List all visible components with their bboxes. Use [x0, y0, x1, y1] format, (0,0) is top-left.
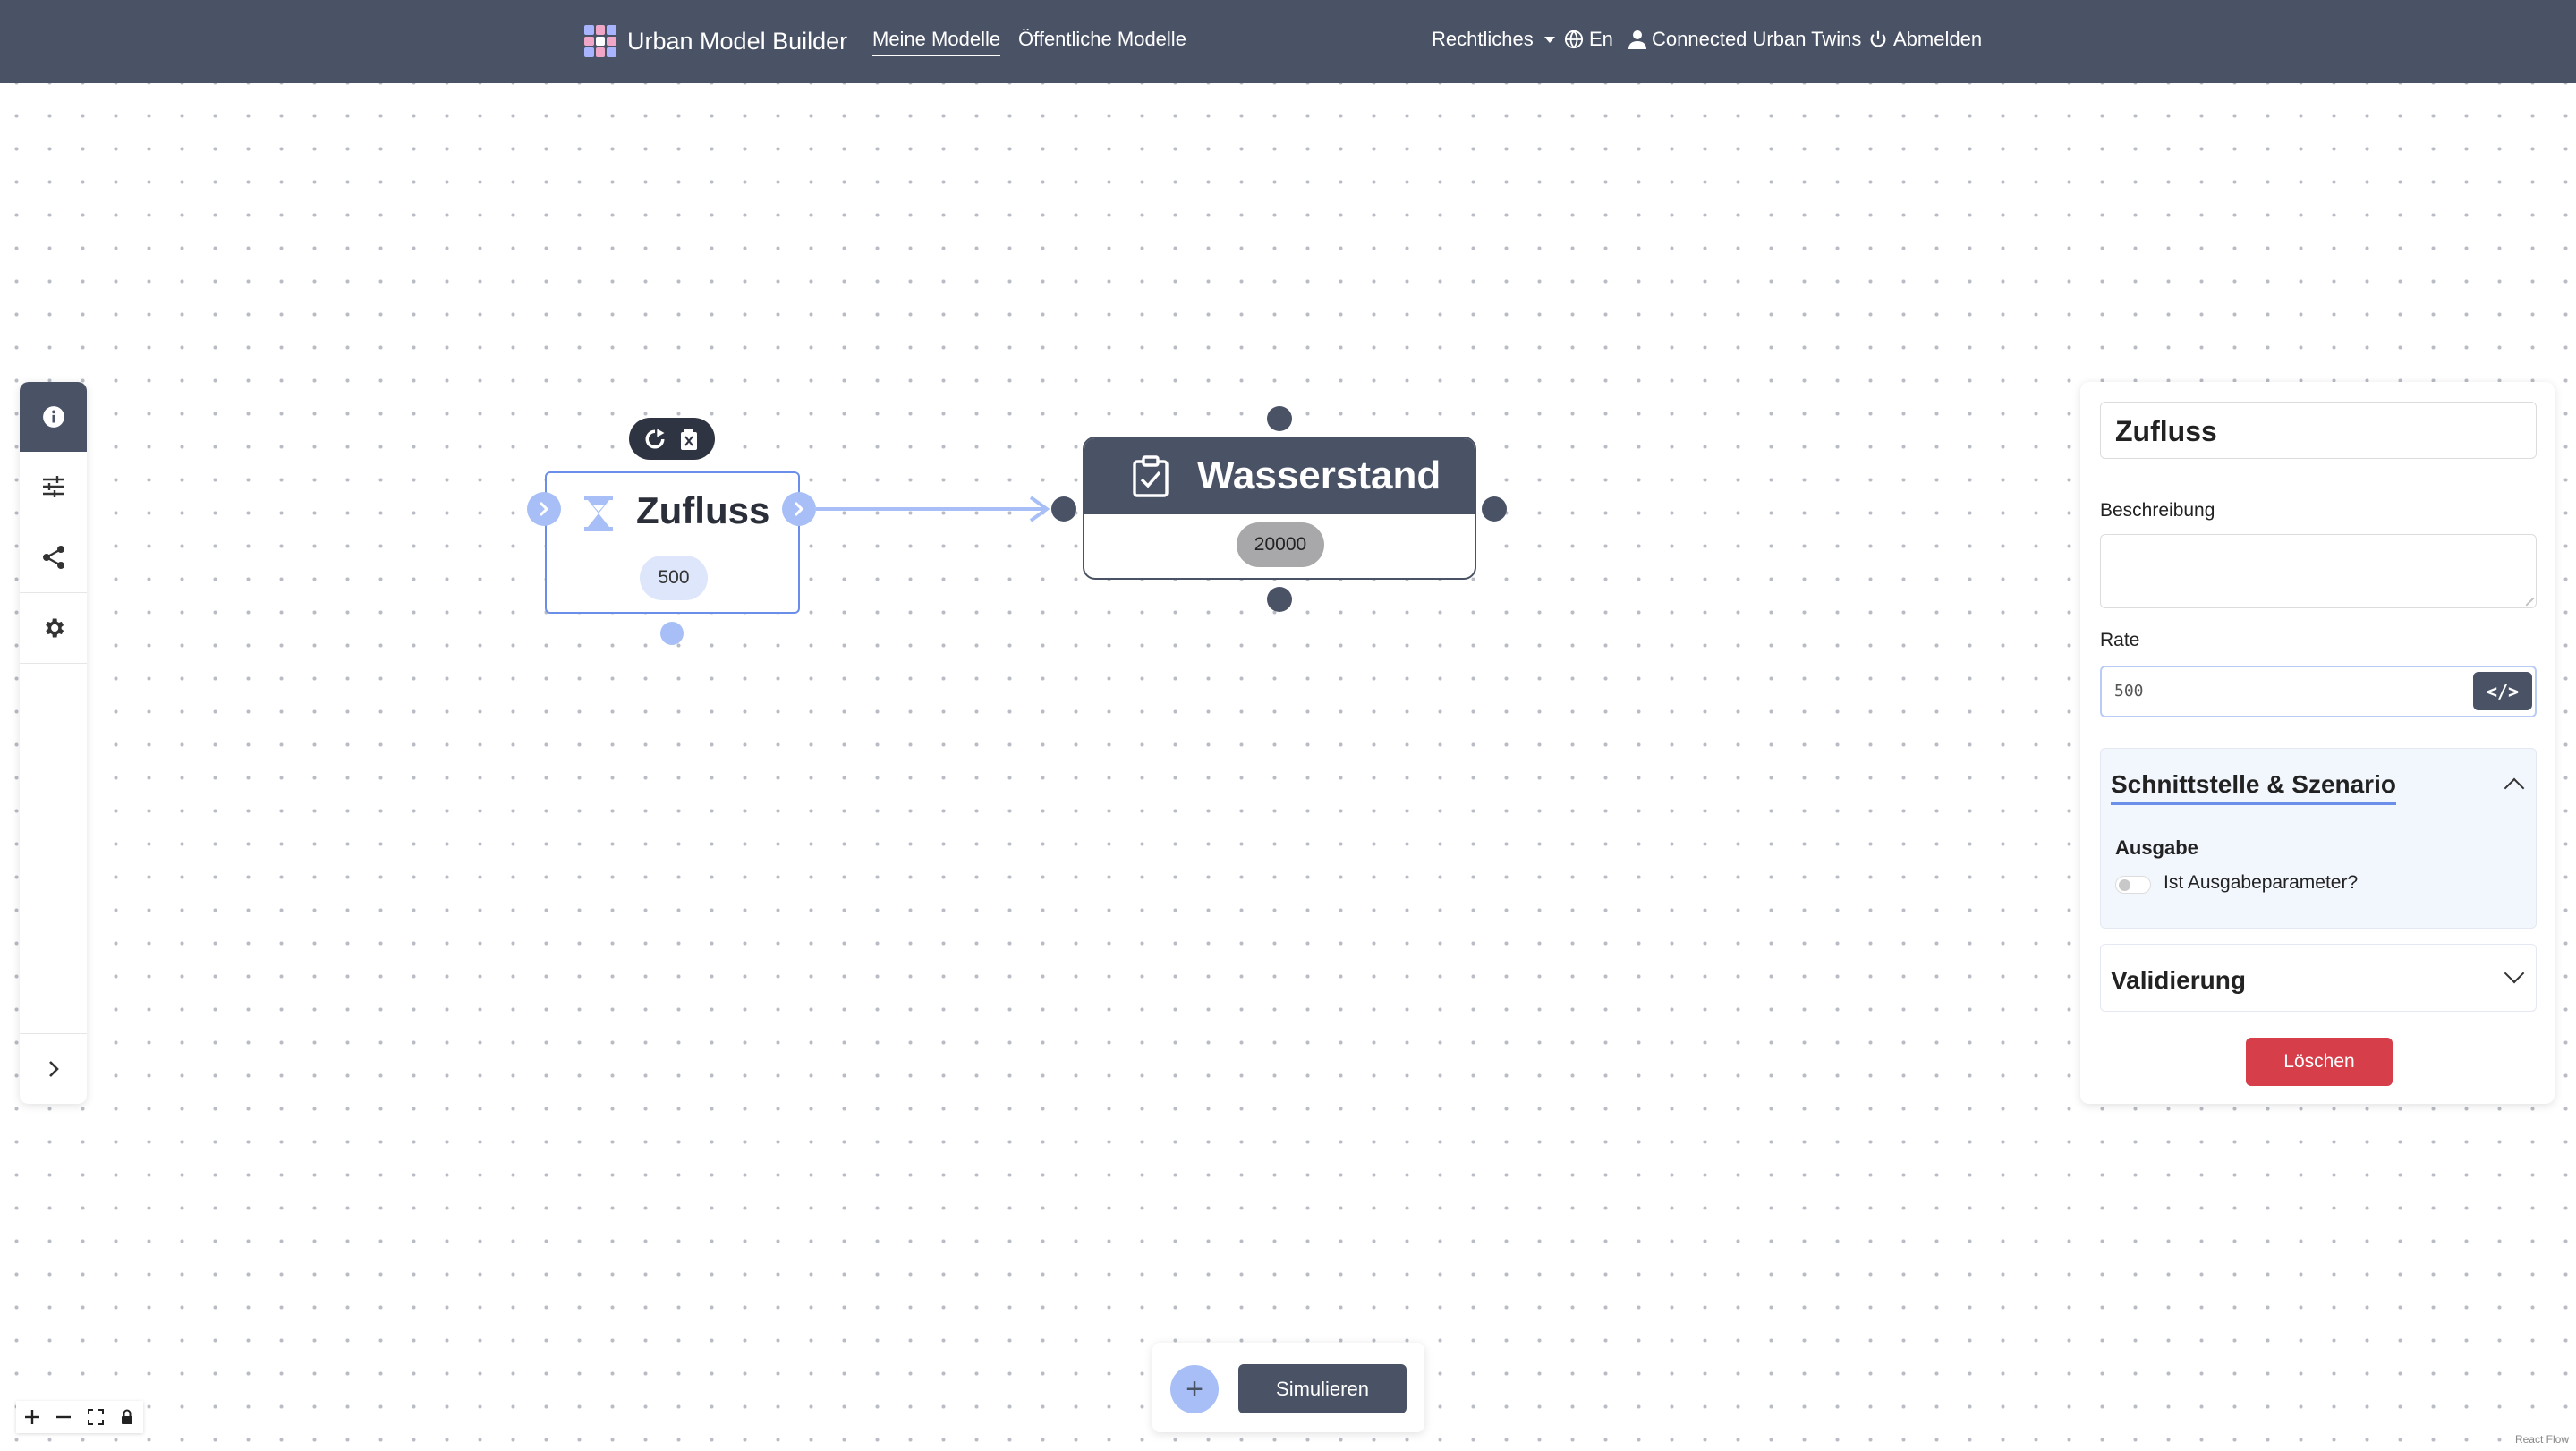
duplicate-node-button[interactable]	[642, 426, 668, 453]
code-editor-button[interactable]: </>	[2473, 672, 2532, 710]
stock-node-header: Wasserstand	[1084, 438, 1475, 514]
top-navbar: Urban Model Builder Meine Modelle Öffent…	[0, 0, 2576, 83]
flow-bottom-handle[interactable]	[660, 622, 684, 645]
share-icon	[42, 546, 64, 569]
nav-link-public-models[interactable]: Öffentliche Modelle	[1018, 28, 1186, 50]
zoom-out-icon[interactable]	[50, 1404, 77, 1430]
duplicate-icon	[645, 428, 665, 448]
power-icon	[1870, 30, 1886, 47]
resize-grip-icon[interactable]	[2519, 590, 2535, 607]
stock-left-handle[interactable]	[1051, 496, 1076, 522]
properties-panel: Zufluss Beschreibung Rate 500 </> Schnit…	[2080, 382, 2555, 1104]
brand-name: Urban Model Builder	[627, 27, 848, 55]
rate-label: Rate	[2100, 630, 2140, 650]
section-title: Schnittstelle & Szenario	[2111, 770, 2396, 805]
description-textarea[interactable]	[2100, 534, 2537, 608]
fit-view-icon[interactable]	[82, 1404, 109, 1430]
node-title: Zufluss	[636, 489, 770, 531]
description-label: Beschreibung	[2100, 500, 2215, 521]
brand[interactable]: Urban Model Builder	[584, 25, 847, 57]
chevron-right-icon	[48, 1061, 59, 1077]
flow-output-handle[interactable]	[782, 492, 816, 526]
rate-input[interactable]: 500	[2100, 666, 2537, 717]
globe-icon	[1564, 30, 1584, 49]
user-icon	[1628, 30, 1646, 49]
stock-node-wasserstand[interactable]: Wasserstand 20000	[1083, 437, 1476, 580]
language-label: En	[1589, 28, 1613, 50]
toolbar-share-button[interactable]	[20, 522, 87, 592]
clipboard-check-icon	[1133, 455, 1169, 497]
stock-top-handle[interactable]	[1267, 406, 1292, 431]
account-link[interactable]: Connected Urban Twins	[1628, 28, 1861, 51]
node-value-badge: 20000	[1237, 522, 1324, 567]
stock-right-handle[interactable]	[1482, 496, 1507, 522]
account-label: Connected Urban Twins	[1652, 28, 1862, 50]
node-toolbar	[629, 418, 715, 460]
lock-icon[interactable]	[114, 1404, 140, 1430]
toolbar-parameters-button[interactable]	[20, 452, 87, 522]
sliders-icon	[42, 476, 64, 497]
simulate-button[interactable]: Simulieren	[1238, 1364, 1407, 1413]
toolbar-info-button[interactable]	[20, 382, 87, 452]
output-parameter-label: Ist Ausgabeparameter?	[2164, 872, 2359, 893]
legal-label: Rechtliches	[1432, 28, 1534, 50]
toolbar-expand-button[interactable]	[20, 1034, 87, 1104]
add-node-button[interactable]: +	[1170, 1365, 1219, 1413]
node-name-input[interactable]: Zufluss	[2100, 402, 2537, 459]
chevron-right-icon	[794, 501, 804, 517]
node-value-badge: 500	[640, 556, 708, 600]
interface-scenario-section: Schnittstelle & Szenario Ausgabe Ist Aus…	[2100, 748, 2537, 929]
info-icon	[42, 406, 64, 428]
output-heading: Ausgabe	[2115, 836, 2198, 859]
delete-button[interactable]: Löschen	[2246, 1038, 2393, 1086]
flow-node-zufluss[interactable]: Zufluss 500	[545, 471, 800, 614]
trash-icon	[681, 428, 697, 450]
stock-bottom-handle[interactable]	[1267, 587, 1292, 612]
caret-down-icon	[1543, 36, 1555, 43]
hourglass-icon	[584, 496, 613, 531]
delete-node-button[interactable]	[676, 426, 702, 453]
bottom-action-bar: + Simulieren	[1152, 1343, 1424, 1432]
language-switch[interactable]: En	[1564, 28, 1613, 51]
output-parameter-toggle[interactable]	[2115, 876, 2151, 894]
gear-icon	[45, 618, 64, 638]
left-toolbar	[20, 382, 87, 1104]
flow-input-handle[interactable]	[527, 492, 561, 526]
chevron-down-icon	[2504, 963, 2525, 984]
validation-section-toggle[interactable]: Validierung	[2100, 944, 2537, 1012]
zoom-in-icon[interactable]	[19, 1404, 46, 1430]
react-flow-attribution[interactable]: React Flow	[2511, 1431, 2572, 1447]
zoom-controls	[16, 1401, 143, 1433]
toolbar-settings-button[interactable]	[20, 593, 87, 663]
section-title: Validierung	[2111, 966, 2246, 994]
logout-button[interactable]: Abmelden	[1868, 28, 1982, 51]
node-title: Wasserstand	[1197, 454, 1441, 497]
chevron-up-icon	[2504, 777, 2525, 799]
brand-logo-icon	[584, 25, 616, 57]
legal-dropdown[interactable]: Rechtliches	[1432, 28, 1555, 51]
chevron-right-icon	[539, 501, 549, 517]
logout-label: Abmelden	[1893, 28, 1983, 50]
interface-scenario-toggle[interactable]: Schnittstelle & Szenario	[2101, 749, 2536, 820]
nav-link-my-models[interactable]: Meine Modelle	[872, 28, 1001, 56]
